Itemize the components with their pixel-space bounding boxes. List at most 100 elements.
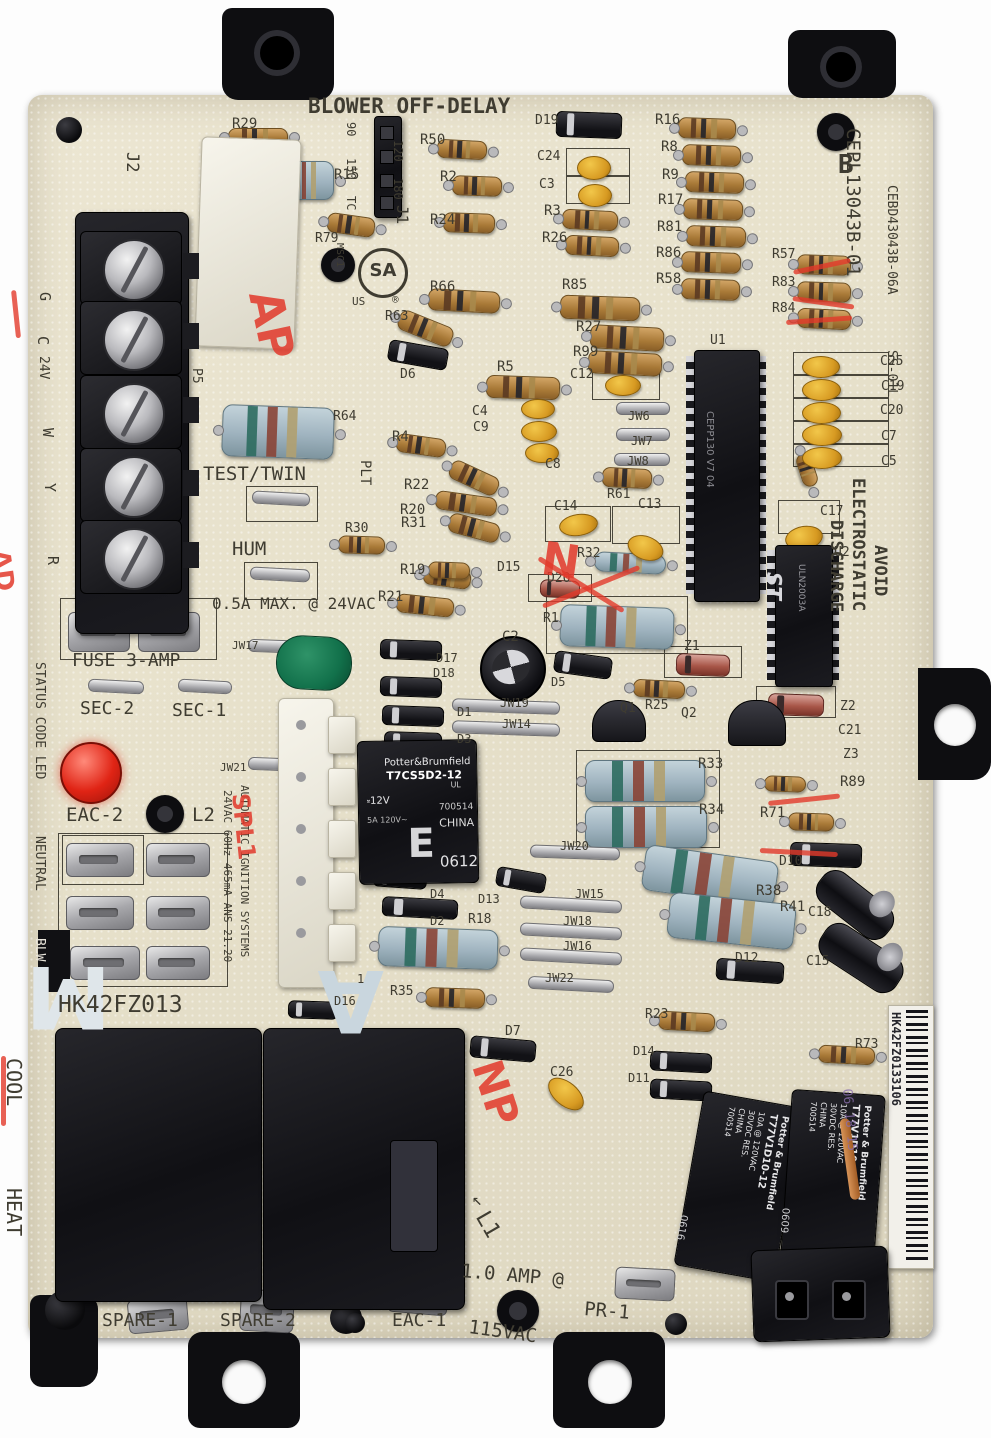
silk-testtwin-label: TEST/TWIN [203, 463, 306, 485]
red-qc-mark: NP [462, 1053, 530, 1132]
contactor-slot [390, 1140, 438, 1252]
connector-tab [328, 716, 356, 754]
lead [706, 776, 717, 787]
resistor-band [621, 468, 627, 487]
silk-d12-label: D12 [735, 951, 759, 966]
capacitor-yellow [521, 399, 555, 419]
connector-tab [328, 768, 356, 806]
lead [741, 258, 754, 270]
silk-bloweroffdelay-label: BLOWER OFF-DELAY [308, 94, 511, 118]
lead [550, 301, 563, 313]
diode [555, 110, 623, 140]
resistor-band [448, 988, 455, 1007]
header-pin [380, 150, 394, 164]
resistor [778, 812, 847, 832]
lead [498, 945, 511, 957]
silk-spare2-label: SPARE-2 [220, 1310, 296, 1331]
relay-text: 5A 120V~ [367, 815, 408, 825]
resistor-band [717, 855, 736, 901]
connector-pin [296, 772, 306, 782]
resistor-band [364, 537, 370, 554]
silk-180-label: 180 [391, 178, 405, 200]
mount-ear-bottom-center [553, 1332, 665, 1428]
resistor [754, 775, 819, 793]
silk-hum-label: HUM [232, 538, 267, 560]
silk-r29-label: R29 [232, 116, 258, 132]
silkscreen-box [793, 421, 889, 444]
resistor-band [425, 928, 438, 967]
silk-plt-label: PLT [357, 460, 373, 486]
resistor-band [528, 377, 536, 399]
resistor-band [693, 852, 712, 898]
silkscreen-box [244, 562, 318, 600]
resistor-band [577, 296, 586, 319]
silk-eac1-label: EAC-1 [392, 1310, 447, 1331]
resistor-band [444, 562, 449, 578]
connector-tab [328, 872, 356, 910]
contactor-m: M [25, 946, 262, 1302]
silk-d15-label: D15 [497, 560, 521, 575]
silk-r21-label: R21 [378, 589, 404, 605]
silk-hk42fz013-label: HK42FZ013 [58, 992, 183, 1018]
silk-d1-label: D1 [457, 705, 472, 719]
silk-r64-label: R64 [333, 409, 357, 424]
spade-terminal [146, 946, 210, 980]
silk-c18-label: C18 [808, 905, 832, 920]
lead [487, 145, 500, 158]
lead [806, 779, 819, 792]
lead [808, 1048, 821, 1060]
resistor-band [463, 213, 469, 232]
silk-r15-label: R15 [334, 167, 360, 183]
jumper-wire [616, 428, 670, 441]
silk-24v-label: 24V [36, 356, 51, 380]
capacitor-yellow [802, 424, 842, 446]
resistor-band [252, 129, 258, 145]
silkscreen-box [793, 398, 889, 421]
lead [560, 383, 573, 396]
lead [476, 380, 489, 393]
silk-r-label: R [44, 556, 62, 566]
resistor-band [586, 236, 592, 255]
resistor-band [694, 252, 701, 272]
resistor-band [617, 352, 625, 374]
silkscreen-box [545, 506, 611, 542]
resistor-band [438, 988, 445, 1007]
lead [795, 922, 808, 935]
barcode-bars [906, 1010, 928, 1262]
silkscreen-box [793, 352, 889, 375]
silk-r4-label: R4 [392, 429, 409, 445]
resistor-band [739, 900, 755, 946]
pr1-pin [842, 1292, 851, 1301]
resistor-band [459, 989, 466, 1008]
resistor-band [662, 681, 668, 698]
silk-j1-label: J1 [393, 205, 412, 225]
relay-text: UL [450, 780, 461, 790]
resistor-band [345, 215, 352, 234]
resistor-band [613, 468, 619, 487]
lead [744, 178, 757, 190]
silk-r23-label: R23 [645, 1007, 669, 1022]
resistor-band [591, 296, 600, 319]
resistor-band [285, 407, 298, 458]
lead [623, 682, 636, 694]
resistor-band [356, 536, 362, 553]
spade-terminal [146, 843, 210, 877]
connector-pin [296, 720, 306, 730]
silk-c15-label: C15 [806, 954, 830, 969]
diode-stripe [503, 869, 512, 886]
resistor-band [715, 146, 722, 166]
ic-pins-left [767, 550, 775, 680]
resistor-band [605, 297, 614, 320]
diode-stripe [659, 1052, 668, 1070]
resistor-band [773, 776, 778, 791]
silk-spare1-label: SPARE-1 [102, 1310, 178, 1331]
silk-r24-label: R24 [430, 212, 456, 228]
resistor [673, 197, 756, 222]
silk-fuse3amp-label: FUSE 3-AMP [72, 650, 181, 671]
header-pin [380, 196, 394, 210]
resistor-band [502, 376, 510, 398]
standoff [497, 1290, 539, 1332]
resistor-band [480, 177, 486, 196]
